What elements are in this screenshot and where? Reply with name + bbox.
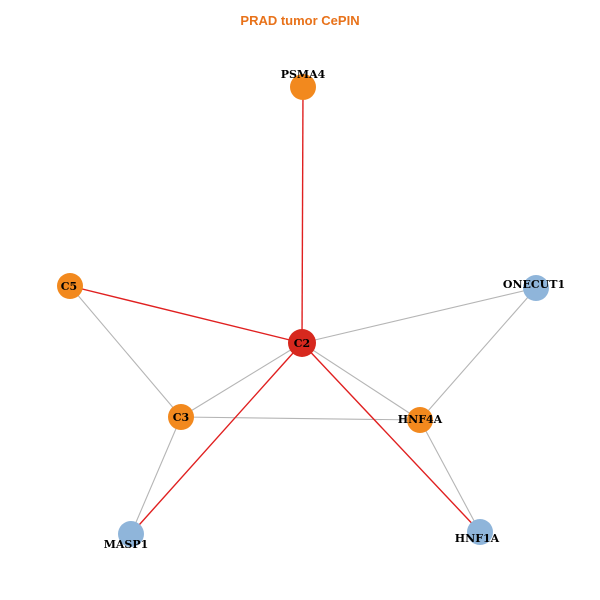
edge-HNF4A-HNF1A [419,419,481,533]
edge-HNF4A-ONECUT1 [419,287,537,421]
node-label-ONECUT1: ONECUT1 [503,278,565,291]
edge-C3-MASP1 [130,416,182,535]
node-MASP1 [118,521,144,547]
node-label-C3: C3 [173,411,189,424]
edge-C5-C3 [69,285,182,418]
node-label-C5: C5 [61,280,77,293]
edge-C3-HNF4A [180,416,421,421]
edge-C2-ONECUT1 [301,287,537,344]
nodes-layer [57,74,549,547]
node-C5 [57,273,83,299]
node-HNF4A [407,407,433,433]
node-label-HNF1A: HNF1A [455,532,500,545]
node-C2 [288,329,316,357]
node-HNF1A [467,519,493,545]
node-label-MASP1: MASP1 [104,538,149,551]
node-C3 [168,404,194,430]
node-label-HNF4A: HNF4A [398,413,443,426]
plot-title: PRAD tumor CePIN [240,13,359,28]
edge-C2-PSMA4 [301,86,304,344]
edge-C2-C3 [180,342,303,418]
node-PSMA4 [290,74,316,100]
edge-C2-MASP1 [130,342,303,535]
edge-C2-HNF4A [301,342,421,421]
edges-layer [69,86,537,535]
edge-C2-C5 [69,285,303,344]
node-label-C2: C2 [294,337,310,350]
edge-C2-HNF1A [301,342,481,533]
node-ONECUT1 [523,275,549,301]
node-label-PSMA4: PSMA4 [281,68,326,81]
